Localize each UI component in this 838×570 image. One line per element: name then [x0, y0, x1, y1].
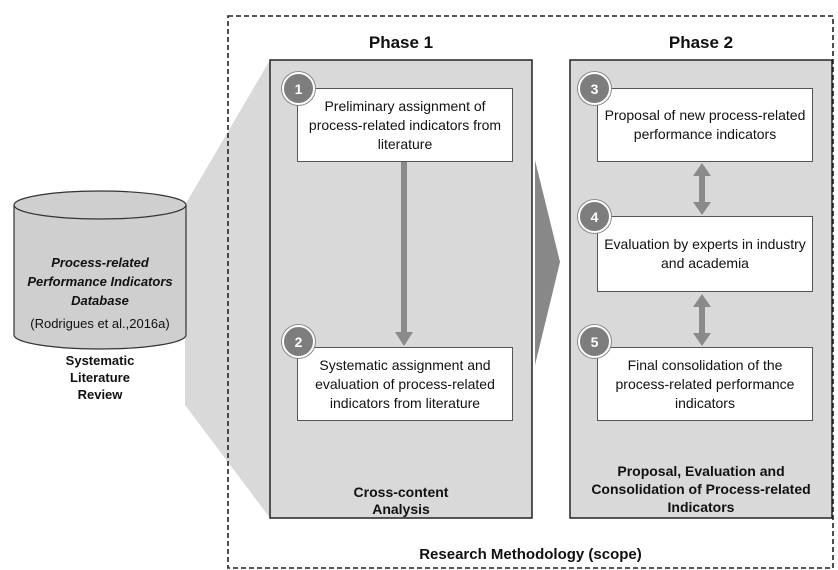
- phase2-title: Phase 2: [668, 33, 734, 52]
- step-5-box: Final consolidation of the process-relat…: [597, 347, 813, 421]
- step-4-text: Evaluation by experts in industry and ac…: [604, 236, 806, 271]
- step-3-box: Proposal of new process-related performa…: [597, 88, 813, 162]
- scope-label: Research Methodology (scope): [419, 546, 642, 563]
- phase2-footer: Proposal, Evaluation and Consolidation o…: [591, 463, 811, 515]
- step-3-text: Proposal of new process-related performa…: [604, 107, 806, 142]
- double-arrow-4-5: [693, 294, 711, 346]
- step-2-box: Systematic assignment and evaluation of …: [297, 347, 513, 421]
- step-5-text: Final consolidation of the process-relat…: [615, 356, 795, 411]
- database-citation: (Rodrigues et al.,2016a): [30, 316, 170, 331]
- step-2-number-badge: 2: [282, 325, 315, 358]
- phase1-footer: Cross-content Analysis: [353, 484, 449, 517]
- database-title: Process-related Performance Indicators D…: [27, 255, 173, 308]
- step-4-number-badge: 4: [578, 200, 611, 233]
- double-arrow-3-4: [693, 163, 711, 215]
- phase1-down-arrow: [395, 162, 413, 346]
- database-caption: Systematic Literature Review: [65, 353, 135, 402]
- step-1-text: Preliminary assignment of process-relate…: [308, 97, 502, 152]
- phase1-title: Phase 1: [368, 33, 434, 52]
- step-3-number-badge: 3: [578, 72, 611, 105]
- step-5-number-badge: 5: [578, 325, 611, 358]
- step-1-box: Preliminary assignment of process-relate…: [297, 88, 513, 162]
- step-2-text: Systematic assignment and evaluation of …: [315, 356, 495, 411]
- scope-border: [227, 15, 834, 569]
- database-cylinder: [13, 190, 187, 350]
- step-4-box: Evaluation by experts in industry and ac…: [597, 216, 813, 292]
- phase-transition-arrow: [535, 160, 560, 365]
- step-1-number-badge: 1: [282, 72, 315, 105]
